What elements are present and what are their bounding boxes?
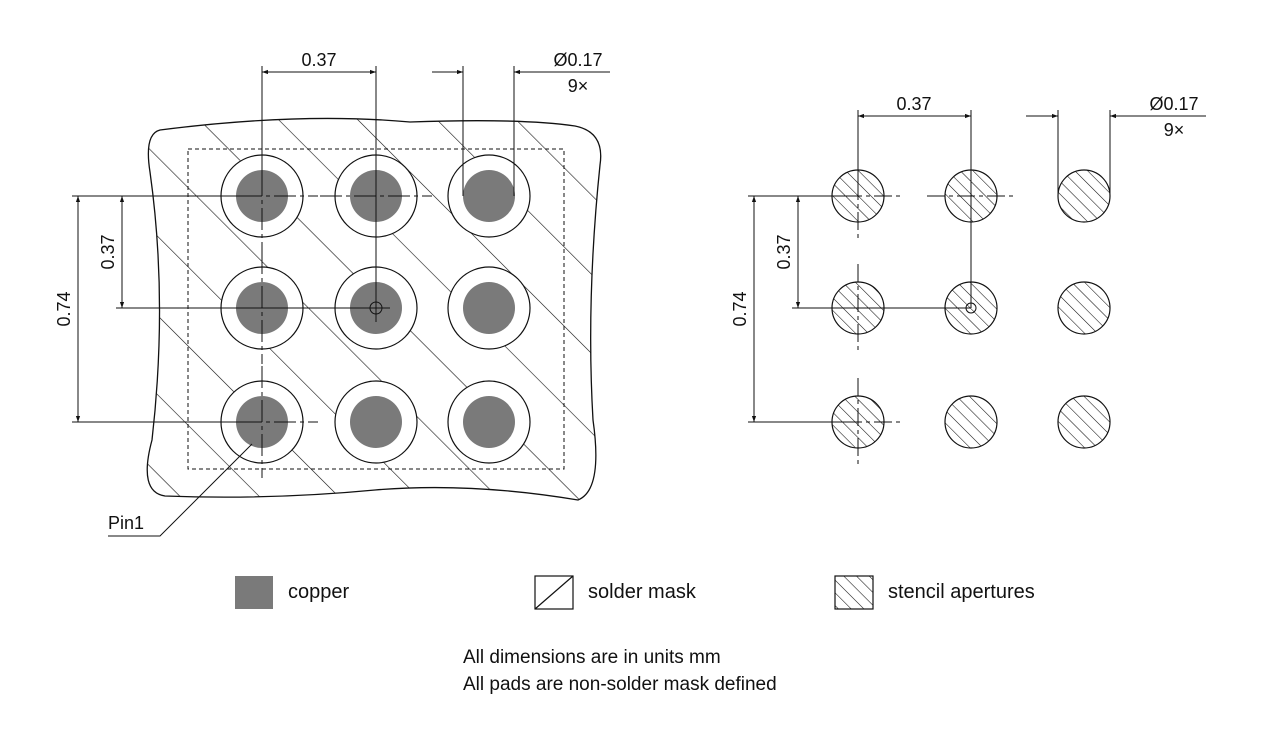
pad xyxy=(447,266,531,350)
pad-array xyxy=(206,140,531,478)
dim-span-y-right-label: 0.74 xyxy=(730,291,750,326)
dim-span-y-label: 0.74 xyxy=(54,291,74,326)
stencil-aperture xyxy=(1057,395,1111,449)
legend-copper-label: copper xyxy=(288,581,349,603)
dim-count-right-label: 9× xyxy=(1164,120,1185,140)
dim-pitch-x xyxy=(261,66,377,308)
pad xyxy=(447,154,531,238)
dim-diameter-label: Ø0.17 xyxy=(553,50,602,70)
stencil-aperture xyxy=(1057,281,1111,335)
legend-stencil-label: stencil apertures xyxy=(888,581,1035,603)
dim-diameter xyxy=(432,66,610,196)
dim-pitch-y-label: 0.37 xyxy=(98,234,118,269)
pad xyxy=(447,380,531,464)
note-units: All dimensions are in units mm xyxy=(463,647,721,668)
aperture-circle xyxy=(1057,169,1111,223)
legend-copper-swatch xyxy=(235,576,273,609)
aperture-circle xyxy=(944,395,998,449)
dim-pitch-y xyxy=(116,196,376,309)
dim-diameter-right-label: Ø0.17 xyxy=(1149,94,1198,114)
right-view: 0.37 Ø0.17 9× 0.74 0.37 xyxy=(730,94,1206,466)
dim-span-y-right xyxy=(748,195,858,423)
dim-pitch-x-label: 0.37 xyxy=(301,50,336,70)
note-pads: All pads are non-solder mask defined xyxy=(463,674,777,695)
pad xyxy=(334,380,418,464)
dim-span-y xyxy=(72,195,262,423)
legend-solder-mask-swatch xyxy=(534,575,574,610)
left-view: 0.37 Ø0.17 9× 0.74 0.37 Pin1 xyxy=(54,50,610,537)
dim-pitch-y-right-label: 0.37 xyxy=(774,234,794,269)
legend-stencil-swatch xyxy=(834,575,874,610)
dim-count-label: 9× xyxy=(568,76,589,96)
aperture-circle xyxy=(1057,395,1111,449)
dim-diameter-right xyxy=(1026,110,1206,196)
aperture-circle xyxy=(1057,281,1111,335)
copper-pad xyxy=(463,170,515,222)
dim-pitch-x-right-label: 0.37 xyxy=(896,94,931,114)
copper-pad xyxy=(463,396,515,448)
copper-pad xyxy=(350,396,402,448)
pin1-leader xyxy=(108,443,253,537)
pin1-label: Pin1 xyxy=(108,513,144,533)
stencil-aperture xyxy=(1057,169,1111,223)
stencil-aperture-array xyxy=(814,152,1111,466)
legend-solder-mask-label: solder mask xyxy=(588,581,697,603)
stencil-aperture xyxy=(944,395,998,449)
legend: copper solder mask stencil apertures xyxy=(235,575,1035,610)
copper-pad xyxy=(463,282,515,334)
dim-pitch-y-right xyxy=(792,196,971,309)
courtyard-outline xyxy=(187,148,565,470)
dim-pitch-x-right xyxy=(857,110,972,308)
